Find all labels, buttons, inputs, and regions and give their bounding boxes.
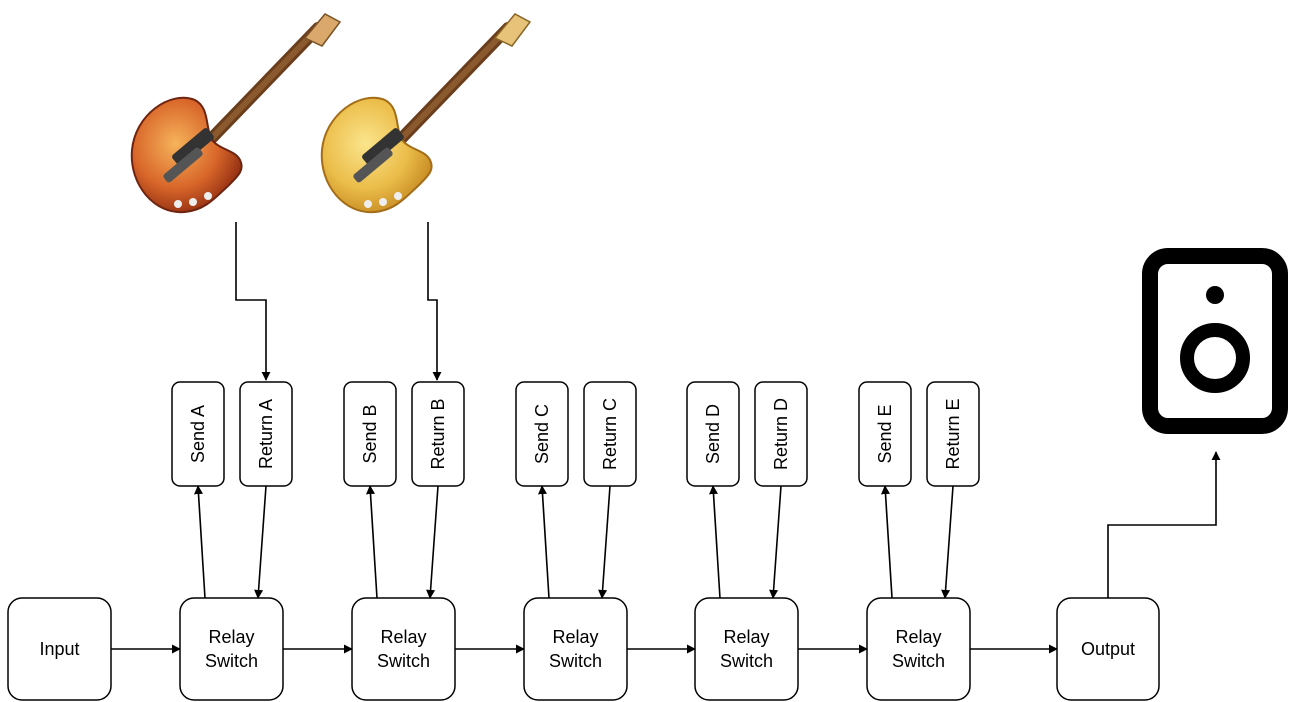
- send-label: Send B: [360, 404, 380, 463]
- send-box: Send A: [171, 381, 225, 487]
- return-label: Return A: [256, 399, 276, 469]
- arrow-relay-4-to-send: [709, 485, 721, 599]
- send-label: Send C: [532, 404, 552, 464]
- input-label: Input: [39, 639, 79, 659]
- return-label: Return E: [943, 398, 963, 469]
- effect-loops: Send A Return A Send B Return B Send C Return…: [171, 381, 980, 487]
- relay-switch-label-line1: Relay: [552, 627, 598, 647]
- effect-loop-5: Send E Return E: [858, 381, 980, 487]
- send-box: Send B: [343, 381, 397, 487]
- input-node: Input: [7, 597, 112, 701]
- send-label: Send E: [875, 404, 895, 463]
- return-box: Return B: [411, 381, 465, 487]
- arrow-return-to-relay-1: [254, 485, 267, 599]
- arrow-return-to-relay-3: [598, 485, 611, 599]
- arrow-relay-5-to-send: [881, 485, 893, 599]
- arrow-relay-2-to-send: [366, 485, 378, 599]
- return-box: Return C: [583, 381, 637, 487]
- relay-switch-label-line2: Switch: [205, 651, 258, 671]
- return-label: Return C: [600, 398, 620, 470]
- return-box: Return D: [754, 381, 808, 487]
- speaker-icon: [1142, 248, 1288, 434]
- arrow-return-to-relay-4: [769, 485, 782, 599]
- nodes: Input Output: [7, 597, 1160, 701]
- arrow-relay-3-to-send: [538, 485, 550, 599]
- relay-switch-label-line1: Relay: [723, 627, 769, 647]
- connectors: [111, 222, 1221, 654]
- effect-loop-1: Send A Return A: [171, 381, 293, 487]
- relay-switches: RelaySwitchRelaySwitchRelaySwitchRelaySw…: [179, 597, 971, 701]
- return-label: Return D: [771, 398, 791, 470]
- send-box: Send D: [686, 381, 740, 487]
- guitar-icon-2: [320, 13, 532, 214]
- send-label: Send D: [703, 404, 723, 464]
- send-box: Send E: [858, 381, 912, 487]
- arrow-return-to-relay-5: [941, 485, 954, 599]
- arrow-relay-1-to-send: [194, 485, 206, 599]
- arrow-output-to-speaker: [1107, 451, 1221, 598]
- relay-switch-label-line1: Relay: [380, 627, 426, 647]
- return-box: Return A: [239, 381, 293, 487]
- return-label: Return B: [428, 398, 448, 469]
- output-node: Output: [1056, 597, 1160, 701]
- relay-switch-label-line2: Switch: [892, 651, 945, 671]
- effect-loop-4: Send D Return D: [686, 381, 808, 487]
- effect-loop-3: Send C Return C: [515, 381, 637, 487]
- send-label: Send A: [188, 405, 208, 463]
- output-label: Output: [1081, 639, 1135, 659]
- relay-switch-label-line2: Switch: [720, 651, 773, 671]
- relay-switch-label-line2: Switch: [377, 651, 430, 671]
- arrow-return-to-relay-2: [426, 485, 439, 599]
- guitar-icon-1: [130, 13, 342, 214]
- relay-switch-label-line1: Relay: [895, 627, 941, 647]
- arrow-guitar-1-to-return-a: [235, 222, 271, 381]
- relay-switch-label-line2: Switch: [549, 651, 602, 671]
- return-box: Return E: [926, 381, 980, 487]
- arrow-guitar-2-to-return-b: [427, 222, 442, 381]
- effect-loop-2: Send B Return B: [343, 381, 465, 487]
- relay-switch-label-line1: Relay: [208, 627, 254, 647]
- send-box: Send C: [515, 381, 569, 487]
